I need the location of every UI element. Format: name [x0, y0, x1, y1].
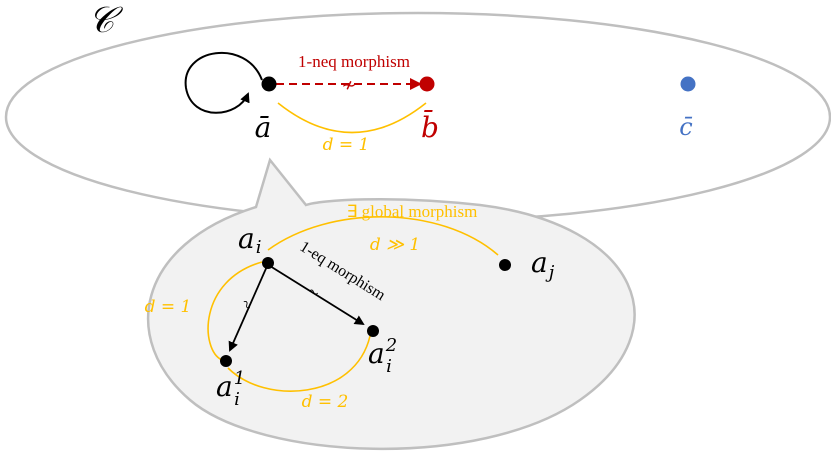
distance-arc-bottom — [227, 335, 371, 392]
point-ai-label: ai — [238, 222, 261, 258]
object-a-dot — [261, 76, 277, 92]
point-aj-dot — [499, 259, 511, 271]
object-b-dot — [419, 76, 435, 92]
object-c-dot — [680, 76, 696, 92]
distance-arc-ab — [277, 102, 427, 134]
global-morphism-distance: d ≫ 1 — [370, 235, 420, 255]
object-c-label: c̄ — [679, 113, 693, 141]
point-aj-label: aj — [531, 246, 555, 283]
global-morphism-arc — [267, 216, 499, 256]
point-ai1-dot — [220, 355, 232, 367]
zoom-bubble — [146, 157, 636, 451]
distance-arc-left — [207, 261, 263, 361]
point-ai-dot — [262, 257, 274, 269]
eq-morphism-arrow — [269, 265, 365, 326]
object-a-label: ā — [255, 111, 272, 144]
neq-morphism-symbol: ≁ — [341, 75, 356, 95]
identity-loop — [184, 51, 263, 114]
left-morphism-arrow — [228, 263, 269, 352]
neq-morphism-label: 1-neq morphism — [298, 52, 410, 71]
point-ai2-dot — [367, 325, 379, 337]
category-label: 𝒞 — [88, 0, 124, 41]
distance-label-left: d = 1 — [145, 297, 192, 317]
object-b-label: b̄ — [421, 109, 439, 144]
distance-label-bottom: d = 2 — [302, 392, 349, 412]
category-ellipse — [4, 11, 831, 223]
global-morphism-label: ∃ global morphism — [347, 202, 478, 221]
distance-label-ab: d = 1 — [323, 135, 370, 155]
